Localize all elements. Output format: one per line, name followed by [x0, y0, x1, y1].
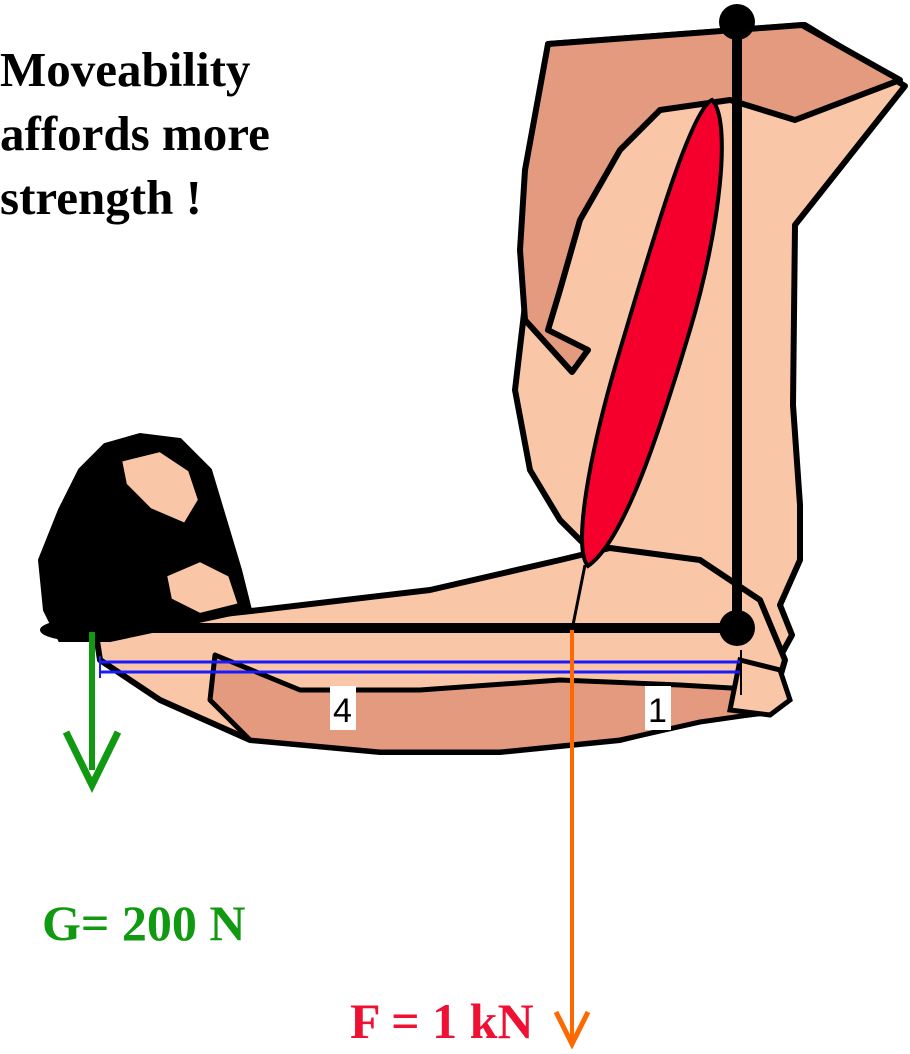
- muscle-force-label: F = 1 kN: [350, 992, 534, 1050]
- headline-line-3: strength !: [0, 166, 380, 230]
- load-force-label: G= 200 N: [42, 894, 246, 952]
- headline: Moveability affords more strength !: [0, 38, 380, 230]
- shoulder-joint: [719, 4, 755, 40]
- short-arm-label: 1: [648, 692, 667, 730]
- headline-line-2: affords more: [0, 102, 380, 166]
- elbow-tip: [730, 660, 790, 715]
- headline-line-1: Moveability: [0, 38, 380, 102]
- long-arm-label: 4: [333, 692, 352, 730]
- elbow-joint: [719, 610, 755, 646]
